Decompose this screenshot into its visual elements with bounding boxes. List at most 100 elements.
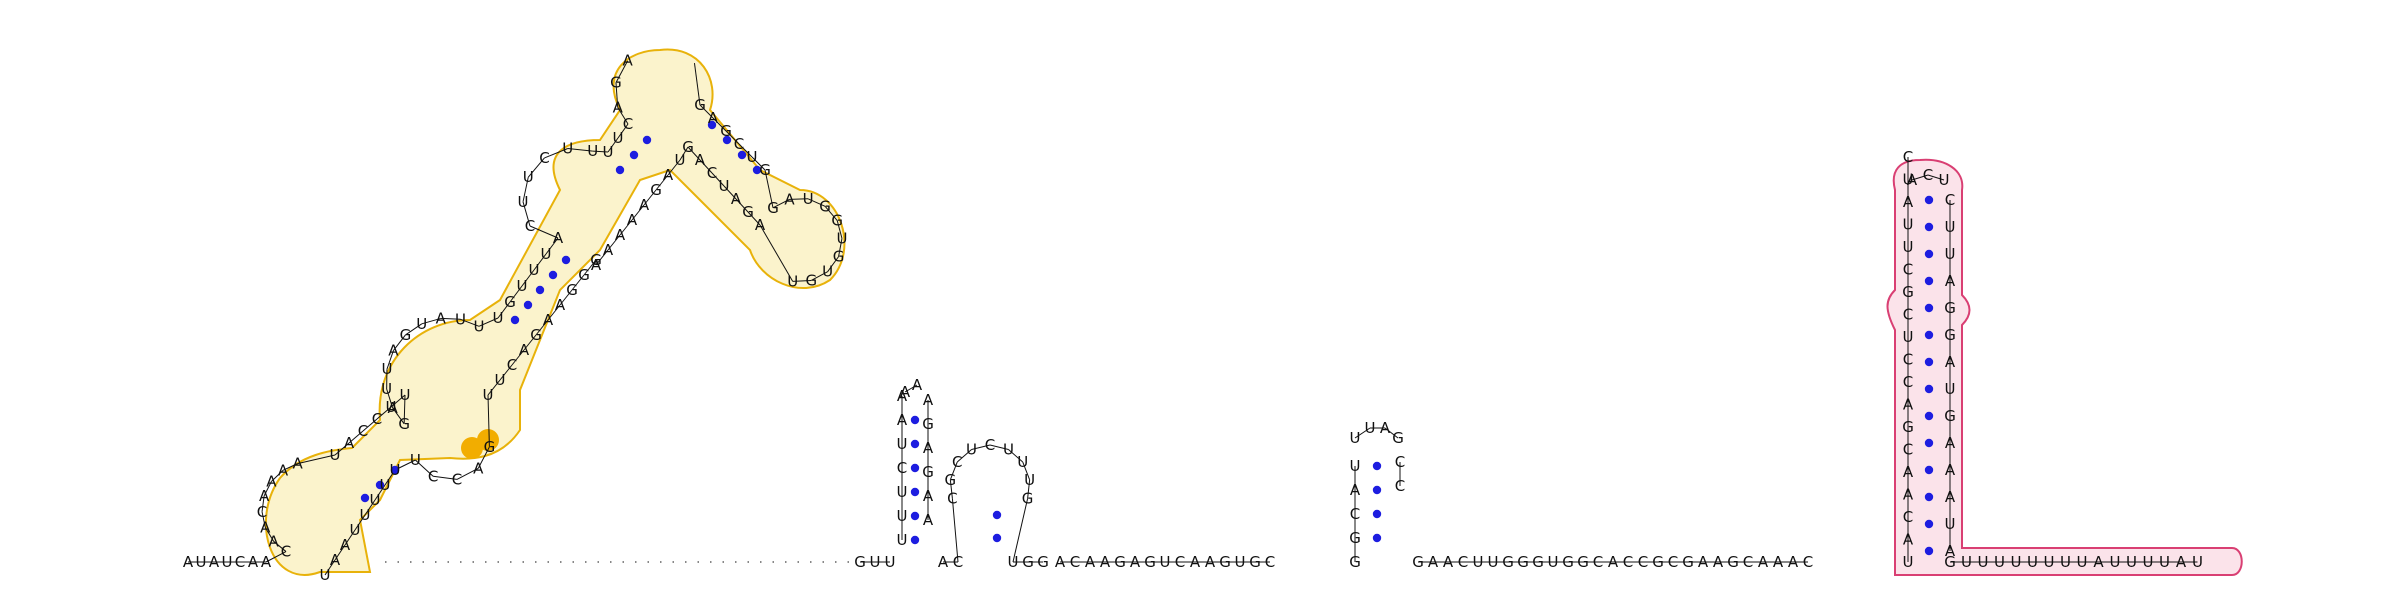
nucleotide-C: C — [525, 217, 535, 235]
nucleotide-G: G — [504, 293, 516, 311]
hairpin1-right-strand — [487, 394, 490, 447]
hairpin1-right-strand — [433, 475, 458, 480]
nucleotide-A: A — [543, 311, 554, 329]
hairpin1-right-strand — [535, 319, 549, 336]
hairpin1-right-strand — [643, 189, 657, 206]
nucleotide-C: C — [1903, 373, 1913, 391]
nucleotide-A: A — [923, 487, 934, 505]
nucleotide-U: U — [2143, 553, 2154, 571]
nucleotide-G: G — [767, 199, 779, 217]
nucleotide-C: C — [897, 459, 907, 477]
nucleotide-U: U — [1945, 245, 1956, 263]
nucleotide-A: A — [1945, 542, 1956, 560]
nucleotide-G: G — [805, 271, 817, 289]
nucleotide-A: A — [708, 109, 719, 127]
nucleotide-A: A — [731, 190, 742, 208]
nucleotide-G: G — [1944, 299, 1956, 317]
nucleotide-A: A — [260, 519, 271, 537]
nucleotide-U: U — [400, 386, 411, 404]
nucleotide-G: G — [1219, 553, 1231, 571]
hairpin1-left-strand — [617, 107, 629, 125]
nucleotide-A: A — [2176, 553, 2187, 571]
backbone-segment — [265, 551, 287, 563]
hairpin1-left-strand — [282, 463, 298, 471]
hairpin1-left-strand — [297, 454, 336, 465]
nucleotide-A: A — [183, 553, 194, 571]
base-pair-dot — [1924, 438, 1934, 448]
hairpin1-left-strand — [273, 540, 287, 552]
nucleotide-A: A — [897, 387, 908, 405]
nucleotide-G: G — [922, 415, 934, 433]
nucleotide-G: G — [854, 553, 866, 571]
base-pair-dot — [1924, 411, 1934, 421]
base-pair-dot — [1372, 461, 1382, 471]
hairpin1-right-strand — [595, 249, 609, 266]
nucleotide-A: A — [1713, 553, 1724, 571]
nucleotide-G: G — [945, 471, 957, 489]
nucleotide-A: A — [248, 553, 259, 571]
nucleotide-G: G — [1249, 553, 1261, 571]
nucleotide-A: A — [755, 216, 766, 234]
nucleotide-U: U — [529, 261, 540, 279]
nucleotide-C: C — [1458, 553, 1468, 571]
nucleotide-U: U — [222, 553, 233, 571]
hairpin1-left-strand — [615, 60, 629, 83]
nucleotide-U: U — [1961, 553, 1972, 571]
nucleotide-G: G — [610, 74, 622, 92]
nucleotide-U: U — [587, 142, 598, 160]
nucleotide-A: A — [1945, 353, 1956, 371]
hairpin1-branch — [792, 279, 812, 282]
nucleotide-A: A — [695, 151, 706, 169]
nucleotide-A: A — [261, 553, 272, 571]
nucleotide-A: A — [553, 229, 564, 247]
nucleotide-G: G — [1902, 283, 1914, 301]
nucleotide-A: A — [1698, 553, 1709, 571]
hairpin1-right-strand — [667, 159, 681, 176]
hairpin1-left-strand — [271, 469, 284, 482]
hairpin1-left-strand — [615, 82, 619, 108]
nucleotide-A: A — [923, 511, 934, 529]
backbone-lines — [188, 60, 2198, 576]
nucleotide-A: A — [330, 551, 341, 569]
hairpin1-right-strand — [364, 499, 376, 516]
nucleotide-G: G — [1517, 553, 1529, 571]
nucleotide-G: G — [1022, 490, 1034, 508]
nucleotide-C: C — [452, 470, 462, 488]
nucleotide-A: A — [292, 455, 303, 473]
hairpin1-left-strand — [527, 157, 545, 178]
nucleotide-C: C — [1903, 306, 1913, 324]
nucleotide-U: U — [483, 386, 494, 404]
stem3 — [956, 449, 972, 463]
nucleotide-A: A — [1903, 486, 1914, 504]
hairpin1-right-strand — [655, 174, 669, 191]
base-pair-dot — [615, 165, 625, 175]
nucleotide-A: A — [613, 98, 624, 116]
stem3 — [1022, 461, 1031, 480]
hairpin1-branch — [789, 198, 809, 200]
nucleotide-G: G — [1532, 553, 1544, 571]
hairpin1-right-strand — [619, 219, 633, 236]
base-pair-dot — [910, 511, 920, 521]
hairpin1-left-strand — [529, 225, 559, 239]
hairpin1-left-strand — [478, 317, 499, 327]
hairpin1-left-strand — [261, 511, 266, 528]
nucleotide-U: U — [1903, 238, 1914, 256]
nucleotide-G: G — [742, 203, 754, 221]
hairpin1-right-strand — [415, 459, 434, 477]
nucleotide-U: U — [320, 566, 331, 584]
nucleotide-G: G — [1144, 553, 1156, 571]
base-pair-dot — [910, 463, 920, 473]
hairpin1-right-strand — [523, 334, 537, 351]
hairpin1-branch — [735, 198, 749, 213]
hairpin1-branch — [807, 198, 826, 207]
nucleotide-U: U — [1903, 171, 1914, 189]
hairpin1-branch — [836, 220, 843, 239]
nucleotide-A: A — [555, 296, 566, 314]
hairpin1-branch — [699, 104, 714, 119]
stem3 — [951, 498, 959, 563]
nucleotide-G: G — [831, 211, 843, 229]
base-pair-dot — [1372, 509, 1382, 519]
base-pair-dot — [1924, 384, 1934, 394]
nucleotide-A: A — [1945, 434, 1956, 452]
nucleotide-U: U — [1160, 553, 1171, 571]
